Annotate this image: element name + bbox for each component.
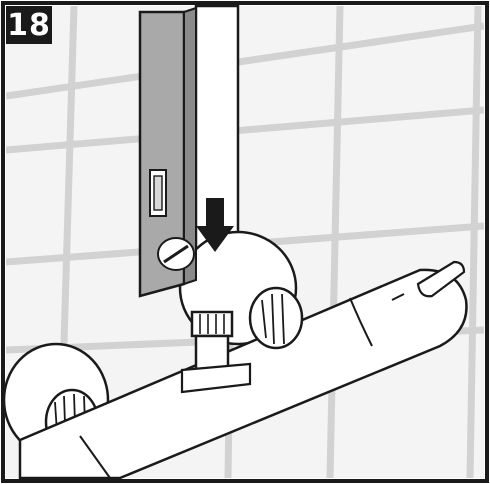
step-number-badge: 18: [6, 6, 52, 44]
down-arrow-icon: [196, 198, 234, 252]
alignment-tool: [138, 6, 197, 298]
grout-line: [6, 22, 484, 100]
grout-line: [6, 106, 484, 154]
grout-line: [326, 6, 344, 478]
temperature-lever: [416, 260, 466, 298]
grout-line: [466, 6, 482, 478]
bracket-nut: [248, 286, 304, 350]
valve-connector: [180, 310, 252, 394]
